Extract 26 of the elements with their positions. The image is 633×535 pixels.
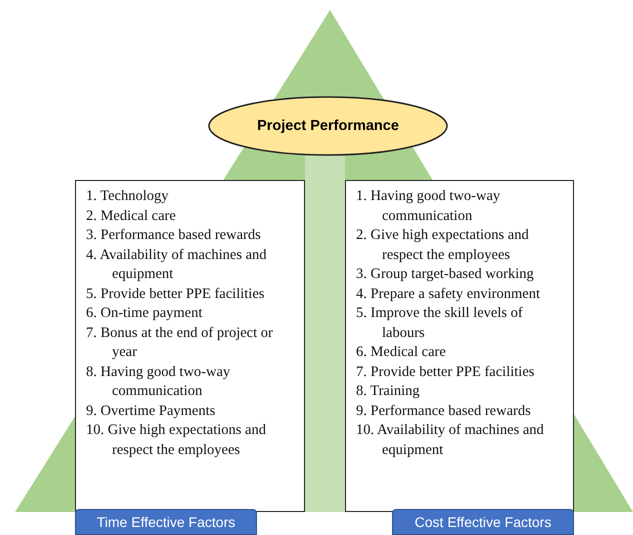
list-item: 4. Availability of machines and equipment: [86, 246, 268, 284]
category-tab: Time Effective Factors: [75, 509, 257, 535]
ellipse-node: [208, 96, 448, 156]
node-title: Project Performance: [257, 118, 399, 134]
list-item: 5. Provide better PPE facilities: [86, 284, 266, 304]
list-item: 10. Give high expectations and respect the employees: [86, 421, 267, 460]
list-item: 10. Availability of machines and equipment: [356, 421, 545, 460]
list-item: 3. Performance based rewards: [86, 226, 262, 245]
list-item: 6. Medical care: [356, 343, 447, 362]
list-item: 2. Medical care: [86, 206, 177, 226]
list-item: 3. Group target-based working: [356, 265, 535, 284]
list-item: 7. Provide better PPE facilities: [356, 362, 536, 382]
list-box: [75, 180, 305, 512]
list-item: 7. Bonus at the end of project or year: [86, 324, 274, 362]
list-item: 1. Having good two-way communication: [356, 187, 502, 226]
list-item: 1. Technology: [86, 187, 170, 206]
list-item: 6. On-time payment: [86, 304, 204, 323]
list-box: [345, 180, 574, 512]
list-item: 4. Prepare a safety environment: [356, 284, 541, 304]
list-item: 8. Training: [356, 382, 421, 401]
list-item: 5. Improve the skill levels of labours: [356, 304, 524, 342]
list-item: 9. Overtime Payments: [86, 402, 216, 420]
list-item: 9. Performance based rewards: [356, 402, 532, 420]
list-item: 8. Having good two-way communication: [86, 362, 232, 401]
list-item: 2. Give high expectations and respect the employees: [356, 226, 530, 264]
category-tab: Cost Effective Factors: [392, 509, 574, 535]
